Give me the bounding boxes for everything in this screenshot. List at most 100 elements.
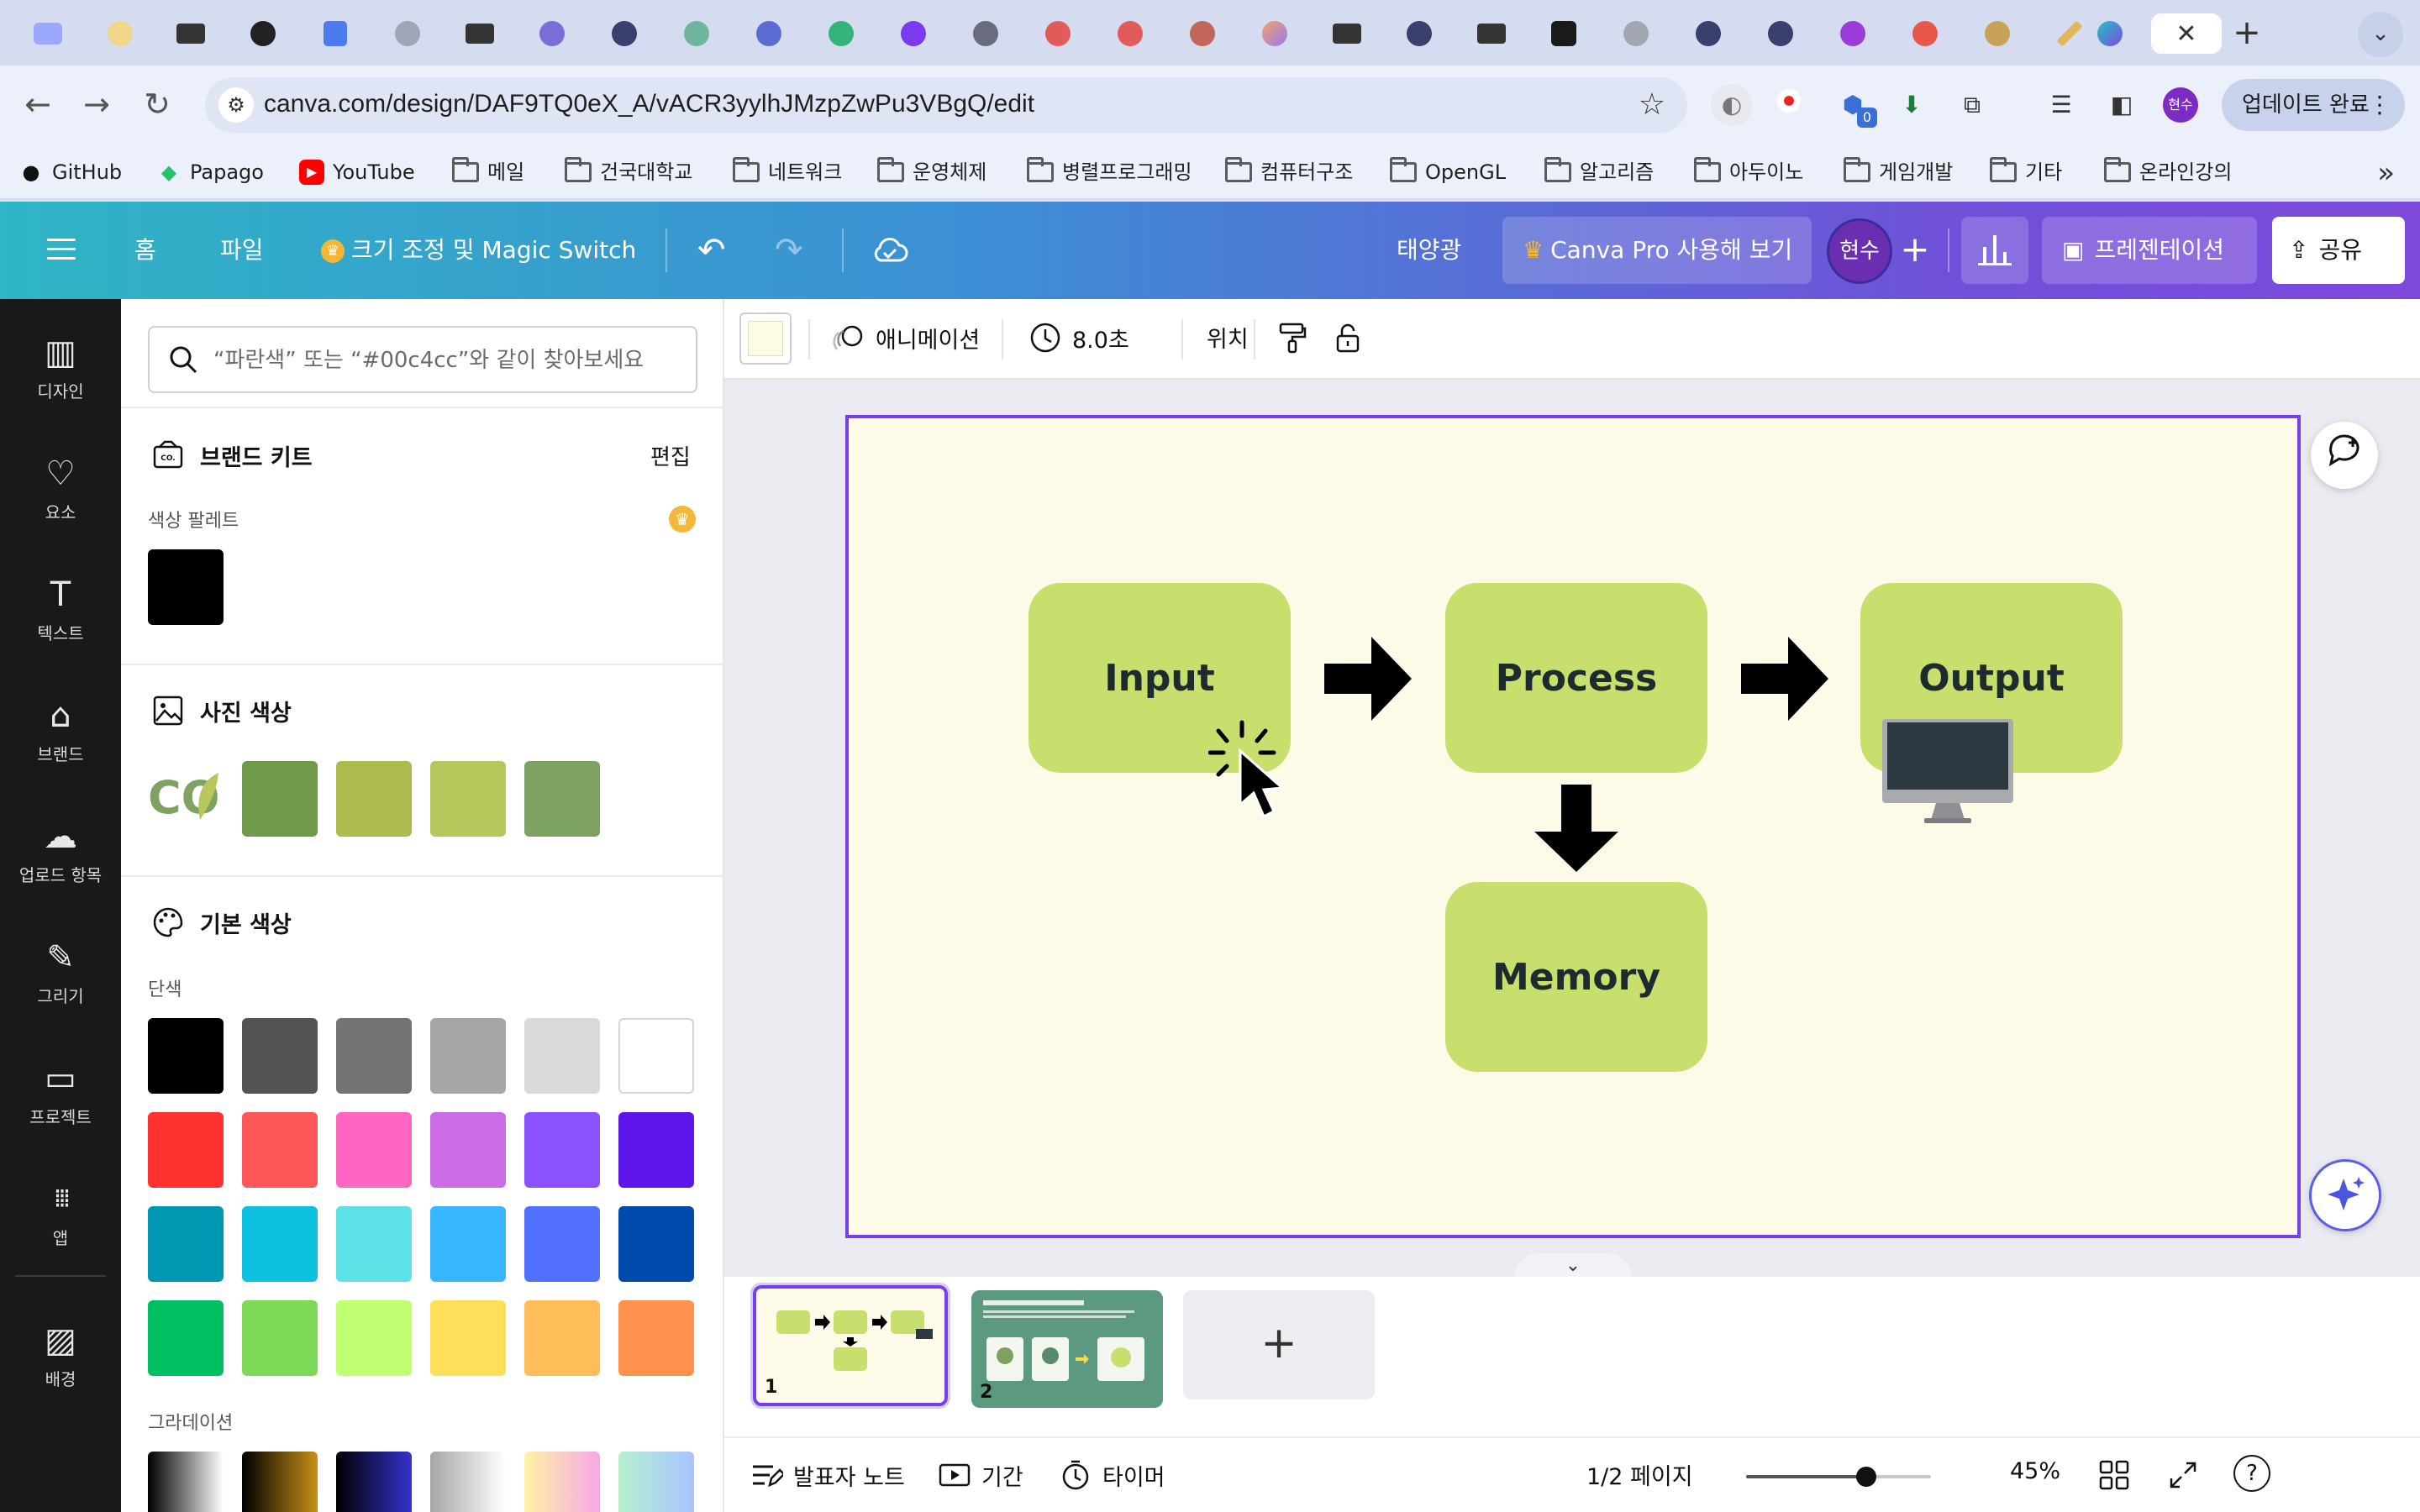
bookmark-folder[interactable]: 아두이노 — [1694, 156, 1803, 188]
forward-button[interactable]: → — [76, 84, 118, 126]
add-collaborator-button[interactable]: + — [1900, 228, 1930, 270]
color-swatch[interactable] — [148, 1206, 224, 1282]
arrow-right-icon[interactable] — [1741, 635, 1828, 722]
color-swatch[interactable] — [524, 1206, 600, 1282]
bookmark-folder[interactable]: 운영체제 — [877, 156, 986, 188]
color-swatch[interactable] — [336, 1112, 412, 1188]
site-settings-icon[interactable]: ⚙ — [218, 87, 254, 123]
redo-button[interactable]: ↷ — [775, 232, 803, 269]
color-swatch[interactable] — [618, 1452, 694, 1512]
browser-tab-active[interactable]: ✕ — [2151, 13, 2222, 54]
home-button[interactable]: 홈 — [134, 236, 156, 264]
zoom-level[interactable]: 45% — [2010, 1458, 2061, 1484]
page-counter[interactable]: 1/2 페이지 — [1586, 1464, 1693, 1490]
color-swatch[interactable] — [148, 549, 224, 625]
bookmark-folder[interactable]: 컴퓨터구조 — [1225, 156, 1353, 188]
color-swatch[interactable] — [430, 1018, 506, 1094]
fullscreen-icon[interactable] — [2165, 1457, 2202, 1494]
color-swatch[interactable] — [242, 1452, 318, 1512]
extension-icon[interactable]: ◐ — [1711, 84, 1753, 126]
color-swatch[interactable] — [618, 1300, 694, 1376]
puzzle-icon[interactable]: ⧉ — [1964, 91, 1981, 118]
browser-tab[interactable] — [1538, 13, 1590, 54]
user-avatar[interactable]: 현수 — [1827, 218, 1892, 284]
browser-tab[interactable] — [1032, 13, 1084, 54]
share-button[interactable]: ⇪공유 — [2272, 217, 2405, 284]
color-swatch[interactable] — [336, 1452, 412, 1512]
add-page-button[interactable]: + — [1183, 1290, 1375, 1399]
browser-tab[interactable] — [454, 13, 506, 54]
extension-icon[interactable]: ⬢ 0 — [1832, 84, 1877, 128]
browser-tab[interactable] — [1971, 13, 2023, 54]
bookmark-youtube[interactable]: ▶YouTube — [299, 156, 415, 188]
browser-tab[interactable] — [743, 13, 795, 54]
browser-tab[interactable] — [960, 13, 1012, 54]
input-box[interactable]: Input — [1028, 583, 1291, 773]
browser-tab[interactable] — [1321, 13, 1373, 54]
page-thumbnail-2[interactable]: 2 — [971, 1290, 1163, 1408]
color-swatch[interactable] — [148, 1112, 224, 1188]
cloud-save-status[interactable] — [871, 232, 909, 269]
photo-thumbnail[interactable]: CO — [148, 761, 224, 837]
page-thumbnail-1[interactable]: 1 — [750, 1283, 950, 1409]
collapse-pages-button[interactable]: ⌄ — [1514, 1253, 1632, 1278]
color-swatch[interactable] — [618, 1112, 694, 1188]
color-swatch[interactable] — [148, 1018, 224, 1094]
design-page[interactable]: Input Process Output Memory — [845, 415, 2301, 1238]
color-swatch[interactable] — [524, 761, 600, 837]
color-swatch[interactable] — [242, 761, 318, 837]
close-icon[interactable]: ✕ — [2175, 18, 2197, 49]
bookmark-folder[interactable]: 메일 — [452, 156, 524, 188]
animation-button[interactable]: 애니메이션 — [832, 321, 980, 354]
color-search-box[interactable] — [148, 326, 697, 393]
browser-tab[interactable] — [1899, 13, 1951, 54]
process-box[interactable]: Process — [1445, 583, 1707, 773]
profile-avatar[interactable]: 현수 — [2163, 87, 2198, 123]
color-swatch[interactable] — [430, 1452, 506, 1512]
present-button[interactable]: ▣프레젠테이션 — [2042, 217, 2257, 284]
rail-item-brand[interactable]: ⌂브랜드 — [0, 682, 121, 783]
position-button[interactable]: 위치 — [1207, 327, 1249, 353]
color-swatch[interactable] — [336, 1018, 412, 1094]
color-swatch[interactable] — [430, 1112, 506, 1188]
brand-kit-edit-link[interactable]: 편집 — [650, 445, 691, 470]
bookmark-star-icon[interactable]: ☆ — [1638, 87, 1665, 122]
browser-tab[interactable] — [1827, 13, 1879, 54]
browser-tab[interactable] — [1104, 13, 1156, 54]
duration-button[interactable]: 기간 — [938, 1458, 1023, 1492]
browser-tab[interactable] — [237, 13, 289, 54]
design-title[interactable]: 태양광 — [1397, 236, 1462, 264]
color-swatch[interactable] — [618, 1018, 694, 1094]
color-swatch[interactable] — [524, 1018, 600, 1094]
update-button[interactable]: 업데이트 완료⋮ — [2222, 79, 2405, 131]
arrow-right-icon[interactable] — [1324, 635, 1412, 722]
browser-tab[interactable] — [2084, 13, 2136, 54]
rail-item-background[interactable]: ▨배경 — [0, 1307, 121, 1408]
arrow-down-icon[interactable] — [1533, 785, 1620, 872]
color-swatch[interactable] — [430, 1206, 506, 1282]
browser-tab[interactable] — [671, 13, 723, 54]
background-color-button[interactable] — [739, 312, 792, 365]
bookmark-folder[interactable]: 기타 — [1990, 156, 2062, 188]
color-swatch[interactable] — [430, 1300, 506, 1376]
undo-button[interactable]: ↶ — [697, 232, 726, 269]
color-swatch[interactable] — [336, 1300, 412, 1376]
browser-tab[interactable] — [1393, 13, 1445, 54]
bookmark-folder[interactable]: 알고리즘 — [1544, 156, 1654, 188]
bookmark-folder[interactable]: 병렬프로그래밍 — [1027, 156, 1192, 188]
browser-tab[interactable] — [598, 13, 650, 54]
browser-tab[interactable] — [815, 13, 867, 54]
add-comment-button[interactable] — [2311, 422, 2378, 489]
speaker-notes-button[interactable]: 발표자 노트 — [750, 1458, 905, 1492]
browser-tab[interactable] — [94, 13, 146, 54]
zoom-slider[interactable] — [1746, 1467, 1931, 1487]
browser-tab[interactable] — [309, 13, 361, 54]
insights-button[interactable] — [1961, 217, 2028, 284]
back-button[interactable]: ← — [17, 84, 59, 126]
color-swatch[interactable] — [524, 1452, 600, 1512]
url-text[interactable]: canva.com/design/DAF9TQ0eX_A/vACR3yylhJM… — [264, 90, 1035, 118]
color-search-input[interactable] — [213, 343, 684, 378]
download-extension-icon[interactable]: ⬇ — [1902, 91, 1922, 118]
rail-item-upload[interactable]: ☁업로드 항목 — [0, 803, 121, 904]
